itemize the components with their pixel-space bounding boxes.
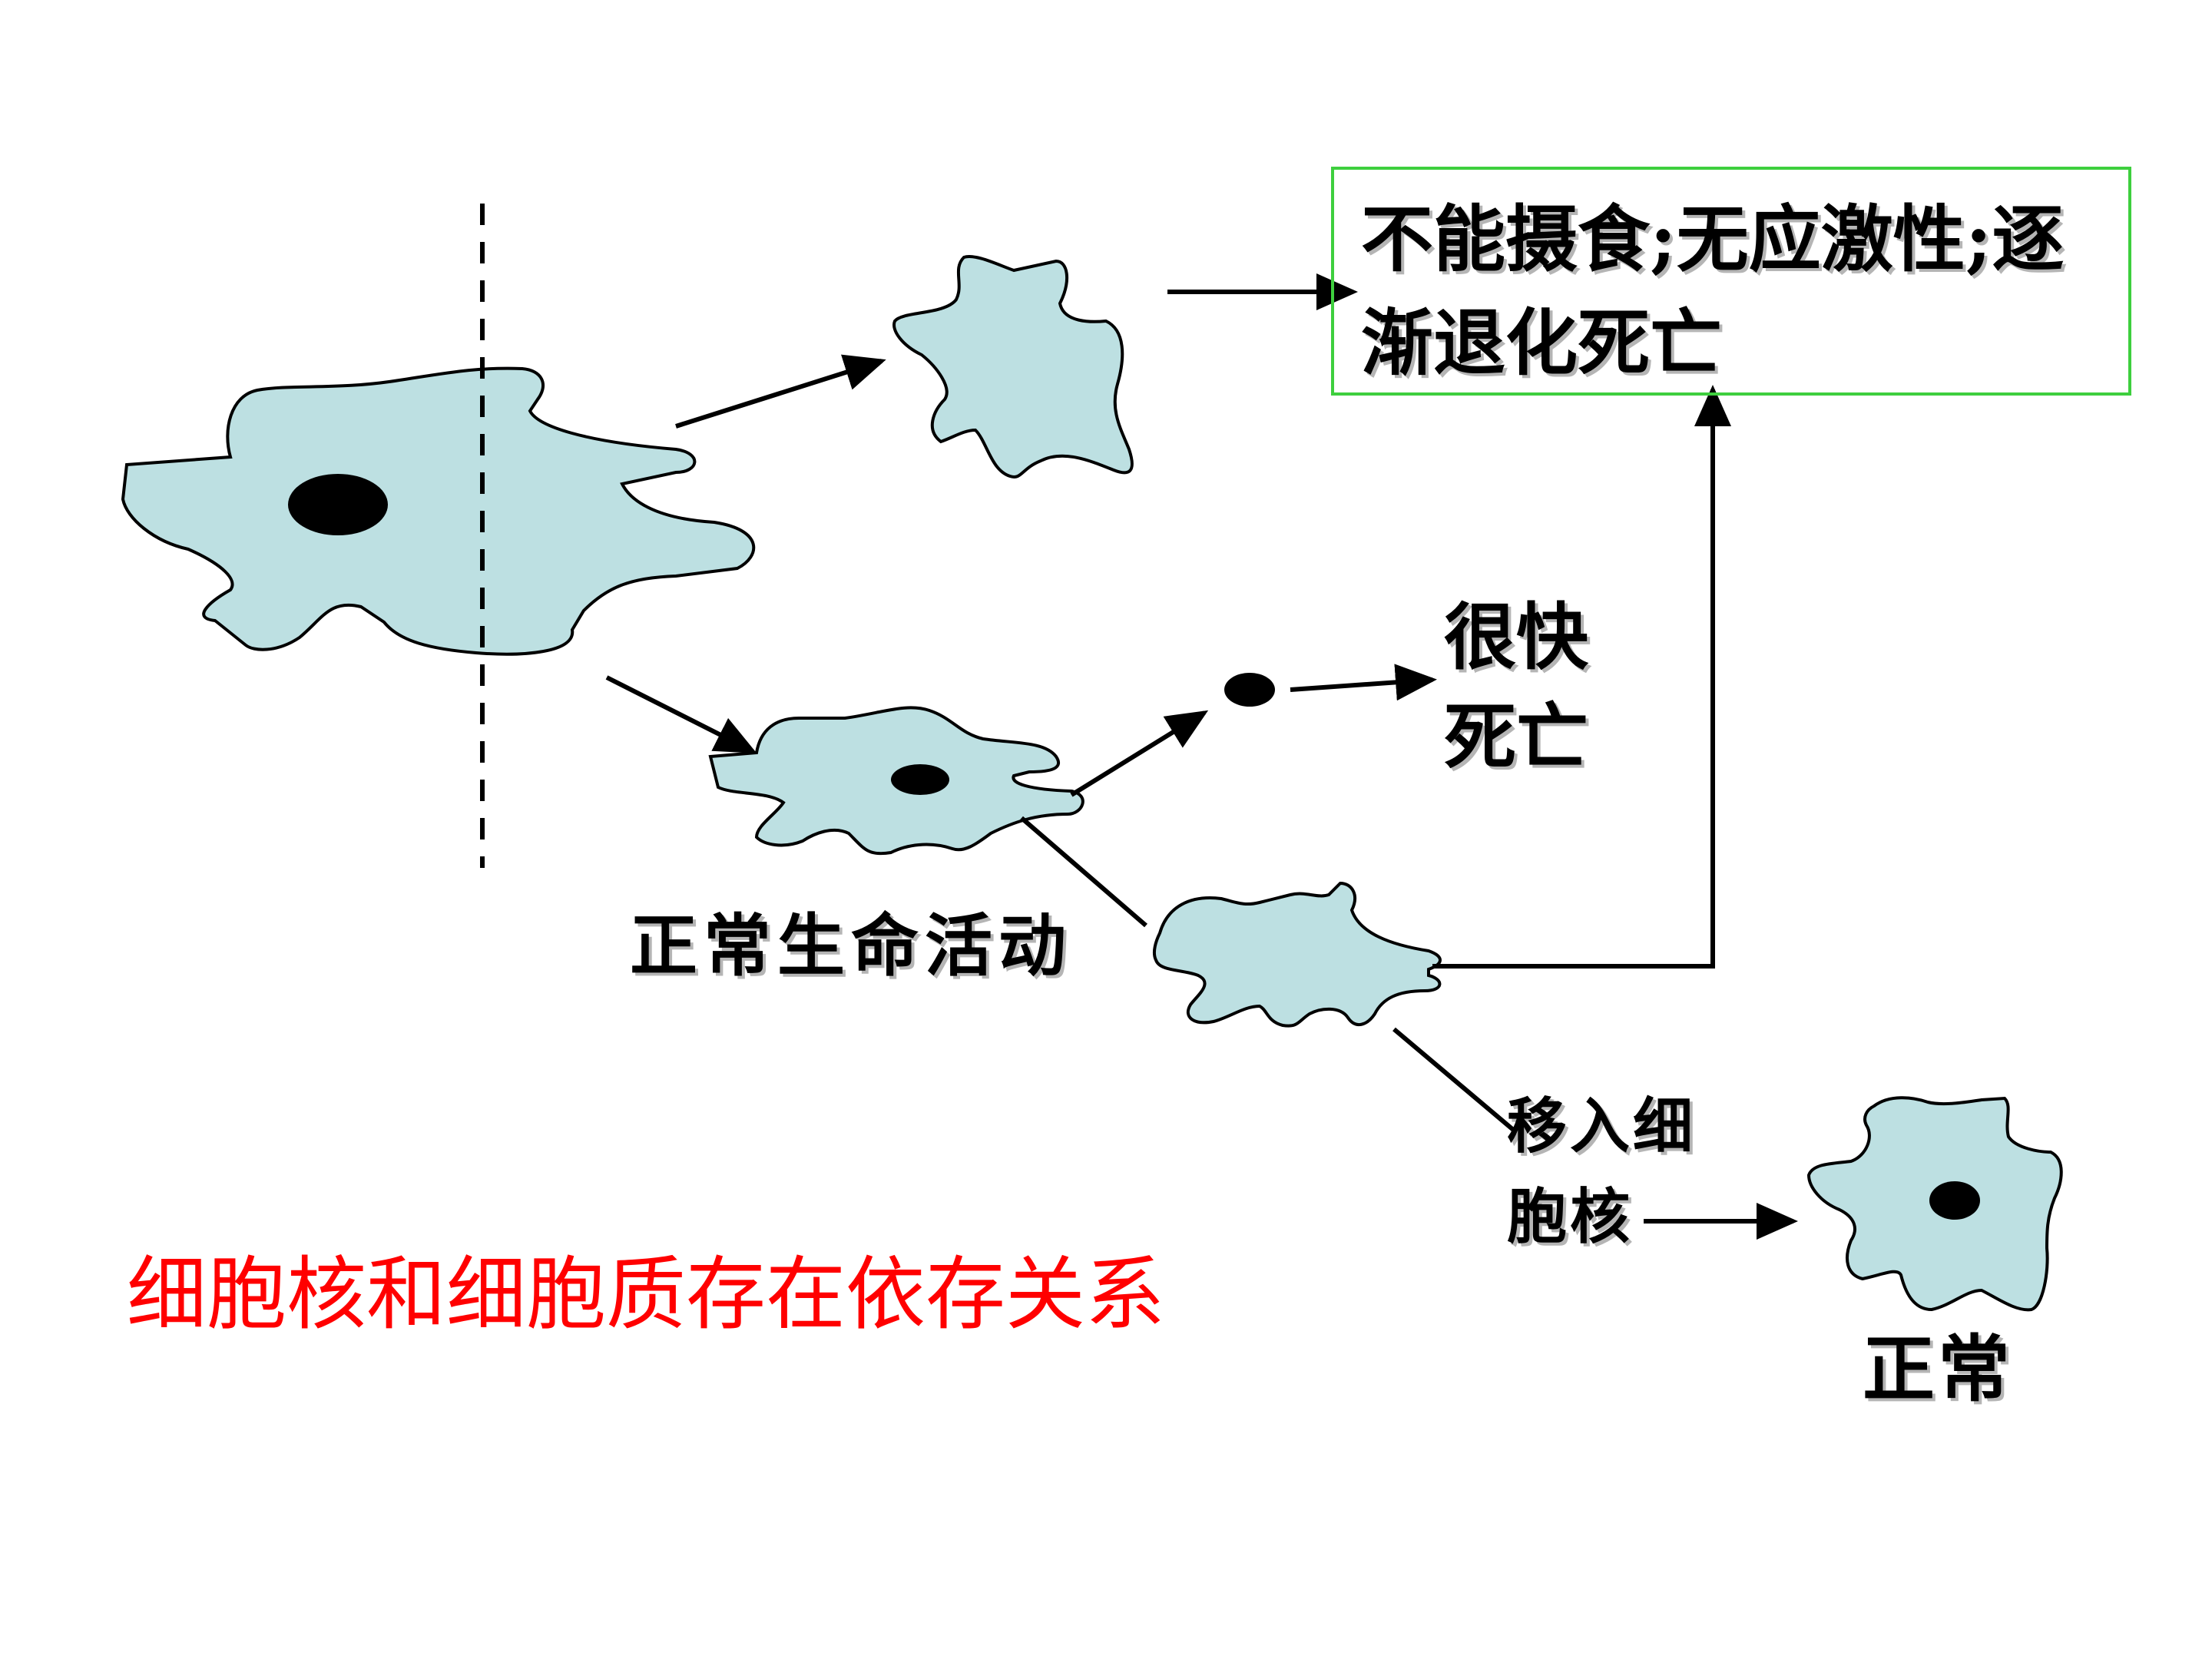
large-amoeba-nucleus [288, 474, 388, 535]
enucleated-amoeba-cell [892, 255, 1134, 478]
arrow-to-isolated-nucleus [1070, 710, 1209, 797]
arrow-to-fast-death [1290, 664, 1437, 701]
normal-life-label: 正常生命活动 [630, 906, 1073, 985]
nucleated-amoeba-nucleus [891, 764, 949, 795]
line-to-cytoplasm [1020, 816, 1147, 928]
isolated-nucleus [1224, 673, 1275, 707]
outcome-box [1331, 167, 2131, 396]
cytoplasm-amoeba-cell [1152, 881, 1442, 1028]
arrow-to-nucleated-half [605, 675, 757, 753]
large-amoeba-cell [121, 366, 756, 656]
arrow-to-enucleated-half [675, 354, 886, 429]
outcome-label: 不能摄食;无应激性;逐渐退化死亡 [1361, 197, 2065, 386]
move-nucleus-label: 移入细胞核 [1507, 1091, 1697, 1252]
fast-death-label: 很快死亡 [1444, 595, 1589, 780]
normal-label: 正常 [1863, 1327, 2014, 1412]
line-to-nucleus-transplant [1392, 1027, 1518, 1135]
conclusion-text: 细胞核和细胞质存在依存关系 [127, 1247, 1166, 1341]
restored-amoeba-nucleus [1929, 1181, 1980, 1220]
arrow-cytoplasm-to-outcome [1432, 385, 1731, 969]
